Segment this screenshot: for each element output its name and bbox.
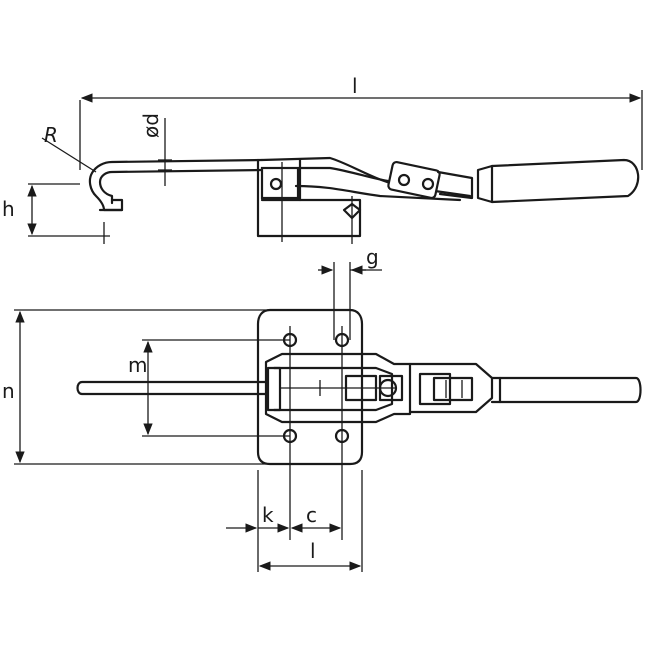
label-offset-k: k bbox=[262, 503, 274, 527]
lever-neck bbox=[436, 170, 474, 200]
label-width: n bbox=[2, 379, 15, 403]
linkage-link bbox=[344, 374, 378, 402]
clamp-body-inner bbox=[272, 366, 394, 412]
label-total-length: l bbox=[352, 74, 358, 98]
hook-rod-inner bbox=[98, 168, 264, 205]
hook-tip bbox=[98, 198, 124, 212]
base-plate bbox=[256, 308, 364, 466]
joint-pin-2 bbox=[421, 177, 435, 191]
radius-leader bbox=[41, 137, 97, 173]
label-hole-spacing-c: c bbox=[306, 503, 317, 527]
joint-pin-1 bbox=[397, 173, 411, 187]
top-view: g n m bbox=[2, 245, 642, 572]
linkage-pivot bbox=[378, 378, 398, 398]
lever-joint-top bbox=[418, 372, 452, 406]
mount-screw-symbol bbox=[342, 202, 362, 220]
label-slot: g bbox=[366, 245, 379, 269]
lever-clevis-top bbox=[432, 376, 474, 402]
handle-top bbox=[490, 376, 642, 404]
body-end-cap bbox=[266, 366, 282, 412]
lever-neck-top bbox=[408, 362, 494, 414]
hook-rod-top bbox=[76, 380, 268, 396]
label-height: h bbox=[2, 197, 15, 221]
handle-grip bbox=[476, 158, 640, 204]
label-diameter: ød bbox=[139, 113, 163, 138]
base-block bbox=[256, 158, 362, 238]
pivot-pin bbox=[269, 177, 283, 191]
hook-rod bbox=[88, 158, 264, 212]
linkage-lower bbox=[294, 184, 462, 202]
label-radius: R bbox=[44, 123, 58, 147]
label-base-length: l bbox=[310, 539, 316, 563]
clamp-body bbox=[264, 352, 412, 424]
side-view: l R ød h bbox=[2, 74, 643, 244]
linkage-inner bbox=[298, 166, 397, 184]
label-hole-spacing-m: m bbox=[128, 353, 147, 377]
